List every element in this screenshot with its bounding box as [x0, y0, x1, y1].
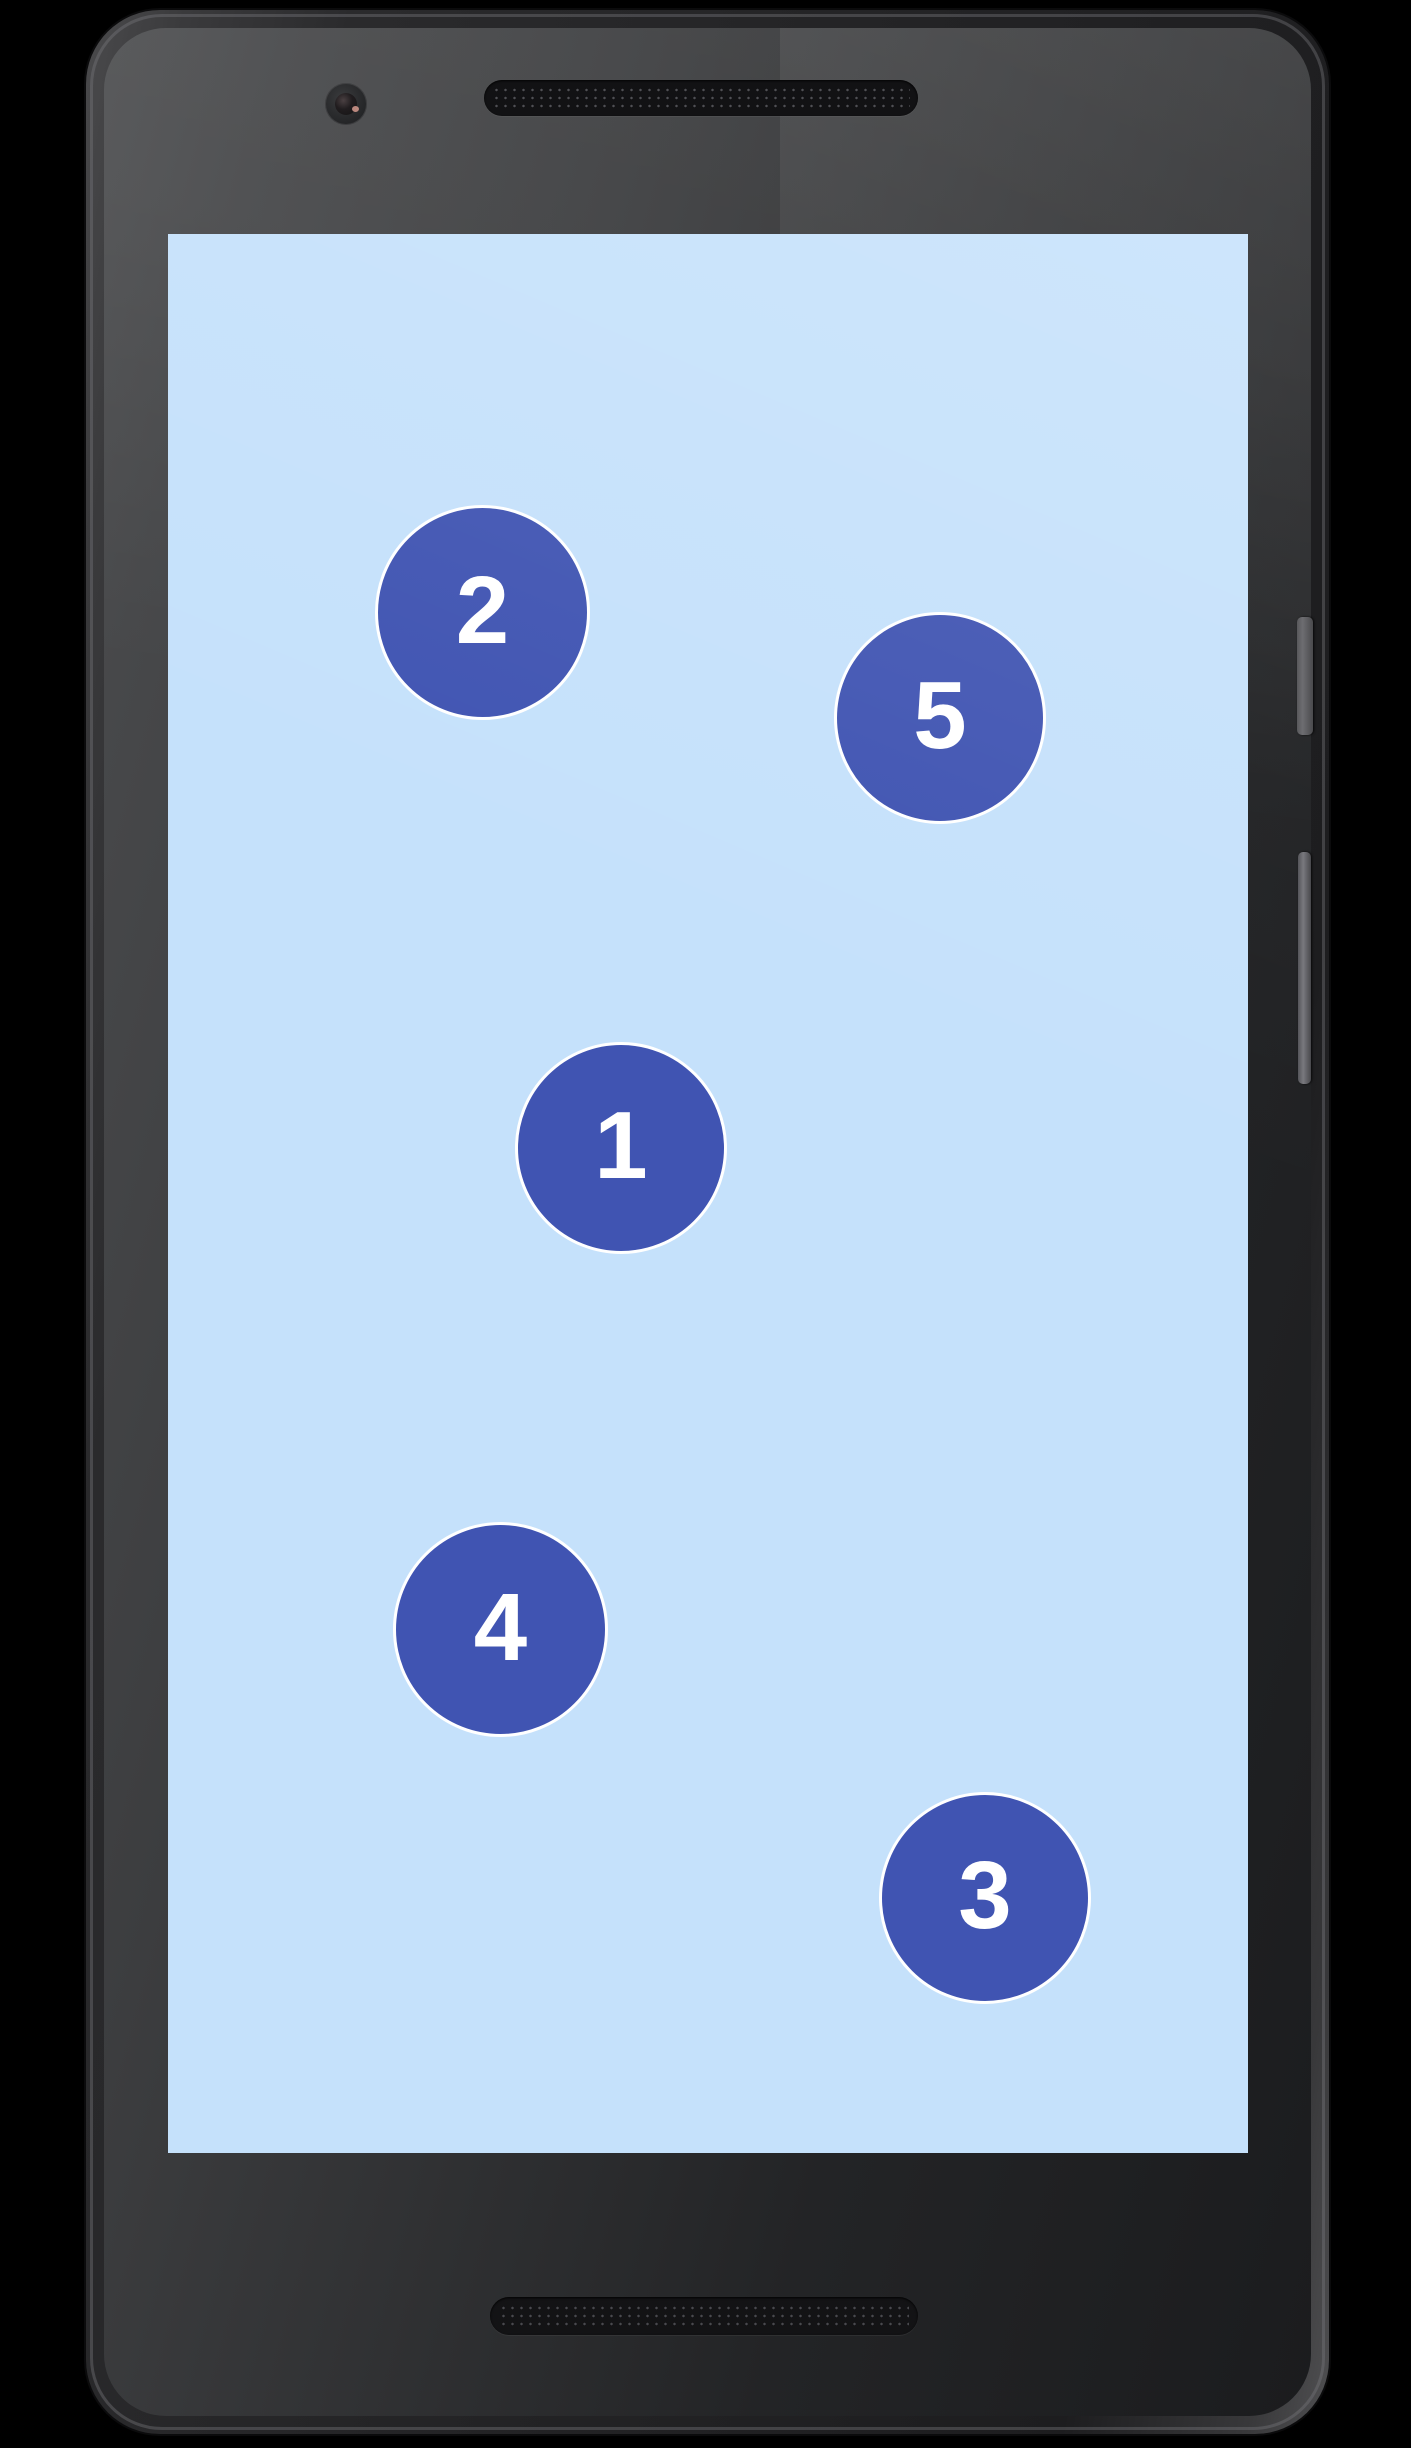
power-button[interactable] [1297, 617, 1313, 735]
bubble-4[interactable]: 4 [393, 1522, 608, 1737]
bubble-5[interactable]: 5 [834, 612, 1046, 824]
bottom-speaker-mesh [499, 2304, 909, 2328]
earpiece-mesh [492, 86, 910, 110]
bubble-2[interactable]: 2 [375, 505, 590, 720]
bubble-label: 5 [913, 662, 967, 769]
bottom-speaker-grille [490, 2297, 918, 2335]
bubble-1[interactable]: 1 [515, 1042, 727, 1254]
earpiece-speaker-grille [484, 80, 918, 116]
bubble-3[interactable]: 3 [879, 1792, 1091, 2004]
front-camera-icon [325, 83, 367, 125]
front-camera-lens-glint-icon [352, 106, 359, 112]
bubble-label: 3 [958, 1842, 1012, 1949]
volume-rocker-button[interactable] [1298, 852, 1311, 1084]
app-screen[interactable]: 2 5 1 4 3 [168, 234, 1248, 2153]
bubble-label: 4 [473, 1573, 528, 1681]
bubble-label: 2 [455, 556, 510, 664]
bubble-label: 1 [594, 1092, 648, 1199]
